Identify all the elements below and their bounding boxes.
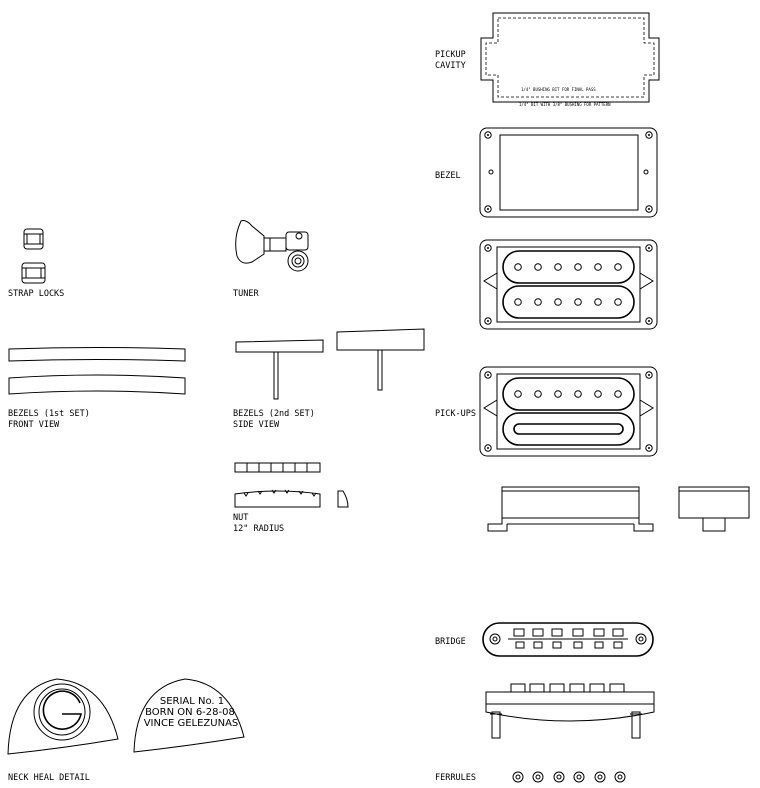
stamp-line-3: VINCE GELEZUNAS [144,718,239,729]
nut-top-view [234,462,321,473]
label-pickups: PICK-UPS [435,409,476,419]
neck-heal-logo: G [7,678,119,755]
bridge-side-view [485,683,655,739]
label-tuner: TUNER [233,289,259,299]
label-pickup-cavity-1: PICKUP [435,50,466,60]
label-pickup-cavity-2: CAVITY [435,61,466,71]
nut-front-view [234,489,321,508]
cavity-outer-note: 1/4" BIT WITH 3/8" BUSHING FOR PATTERN [519,102,611,107]
pickup-end-view [678,486,750,532]
pickup-side-view [487,486,654,532]
ferrules-drawing [512,771,626,783]
stamp-line-2: BORN ON 6-28-08 [145,707,235,718]
tuner-drawing [235,220,309,272]
bezels-1st-set-drawing [8,347,186,395]
pickup-humbucker-2 [479,366,658,457]
pickup-humbucker-1 [479,239,658,330]
label-bezels-2nd-2: SIDE VIEW [233,420,280,430]
label-bezel: BEZEL [435,171,461,181]
neck-heal-stamp: SERIAL No. 1 BORN ON 6-28-08 VINCE GELEZ… [133,678,245,753]
label-bezels-1st-1: BEZELS (1st SET) [8,409,90,419]
label-neck-heal: NECK HEAL DETAIL [8,773,90,783]
pickup-cavity: 1/4" BUSHING BIT FOR FINAL PASS 1/4" BIT… [480,12,660,107]
label-ferrules: FERRULES [435,773,476,783]
label-bezels-1st-2: FRONT VIEW [8,420,60,430]
stamp-line-1: SERIAL No. 1 [160,696,224,707]
bezel-drawing [479,127,658,218]
label-nut-1: NUT [233,513,248,523]
label-bridge: BRIDGE [435,637,466,647]
nut-side-view [337,490,349,508]
cavity-inner-note: 1/4" BUSHING BIT FOR FINAL PASS [521,87,596,92]
label-nut-2: 12" RADIUS [233,524,284,534]
bezels-2nd-set-drawing [235,328,425,400]
bridge-top-view [482,622,654,657]
strap-locks-drawing [21,228,46,284]
label-bezels-2nd-1: BEZELS (2nd SET) [233,409,315,419]
label-strap-locks: STRAP LOCKS [8,289,64,299]
